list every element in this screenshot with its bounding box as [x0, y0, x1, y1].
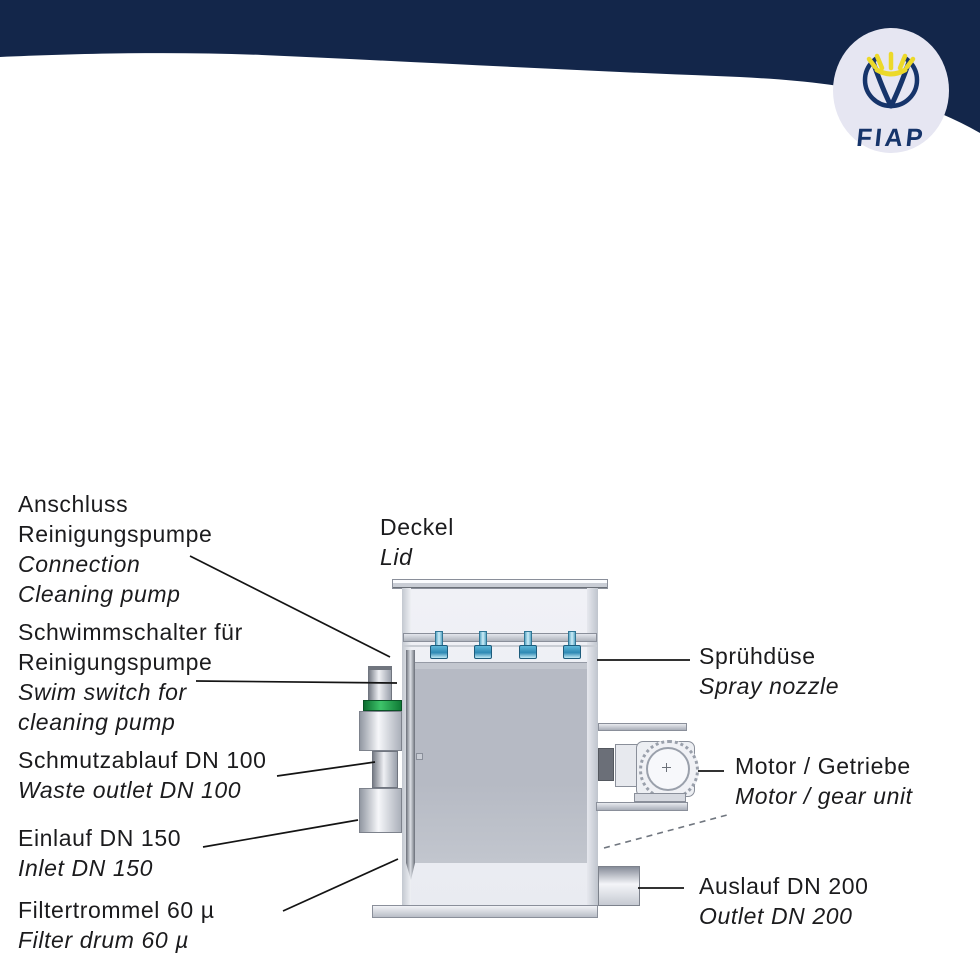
- drawing-nozzle-rail: [403, 633, 597, 642]
- fiap-logo-word: FIAP: [855, 124, 927, 152]
- drum-bolt: [416, 753, 423, 760]
- spray-nozzle-4: [563, 645, 581, 659]
- label-connection-de1: Anschluss: [18, 491, 129, 517]
- label-motor: Motor / Getriebe Motor / gear unit: [735, 751, 913, 811]
- label-filter-drum-en: Filter drum 60 µ: [18, 927, 190, 953]
- gearbox: [615, 744, 638, 787]
- spray-nozzle-3-stem: [524, 631, 532, 646]
- label-inlet-en: Inlet DN 150: [18, 855, 154, 881]
- label-outlet-de: Auslauf DN 200: [699, 873, 869, 899]
- drawing-rail-line: [403, 645, 597, 647]
- label-inlet: Einlauf DN 150 Inlet DN 150: [18, 823, 181, 883]
- swim-switch-clamp: [363, 700, 402, 711]
- spray-nozzle-2: [474, 645, 492, 659]
- label-connection: Anschluss Reinigungspumpe Connection Cle…: [18, 489, 212, 609]
- label-spray-nozzle-en: Spray nozzle: [699, 673, 840, 699]
- waste-outlet-pipe: [372, 751, 398, 788]
- drawing-tank-right-wall: [587, 588, 598, 908]
- label-outlet-en: Outlet DN 200: [699, 903, 853, 929]
- label-connection-de2: Reinigungspumpe: [18, 521, 213, 547]
- label-waste-outlet-de: Schmutzablauf DN 100: [18, 747, 267, 773]
- label-filter-drum: Filtertrommel 60 µ Filter drum 60 µ: [18, 895, 215, 955]
- label-motor-en: Motor / gear unit: [735, 783, 913, 809]
- label-swim-switch-de2: Reinigungspumpe: [18, 649, 213, 675]
- label-lid: Deckel Lid: [380, 512, 454, 572]
- motor-foot: [634, 793, 686, 802]
- label-lid-de: Deckel: [380, 514, 454, 540]
- label-swim-switch-en2: cleaning pump: [18, 709, 176, 735]
- motor-axis-mark: [666, 763, 667, 772]
- drum-edge-tip: [406, 863, 415, 880]
- label-filter-drum-de: Filtertrommel 60 µ: [18, 897, 215, 923]
- cleaning-pump-connection-pipe: [368, 666, 392, 701]
- label-connection-en1: Connection: [18, 551, 141, 577]
- waste-outlet-flange: [359, 711, 402, 751]
- fiap-logo: FIAP: [833, 28, 949, 153]
- header-wave-band: [0, 0, 980, 133]
- motor-face: [646, 747, 690, 791]
- label-motor-de: Motor / Getriebe: [735, 753, 911, 779]
- label-outlet: Auslauf DN 200 Outlet DN 200: [699, 871, 869, 931]
- label-waste-outlet-en: Waste outlet DN 100: [18, 777, 242, 803]
- motor-shaft-block: [598, 748, 614, 781]
- spray-nozzle-1-stem: [435, 631, 443, 646]
- tank-base-plate: [372, 905, 598, 918]
- label-inlet-de: Einlauf DN 150: [18, 825, 182, 851]
- motor-platform-top: [598, 723, 687, 731]
- label-connection-en2: Cleaning pump: [18, 581, 181, 607]
- spray-nozzle-4-stem: [568, 631, 576, 646]
- label-swim-switch: Schwimmschalter für Reinigungspumpe Swim…: [18, 617, 243, 737]
- fiap-logo-mark-icon: [862, 40, 920, 109]
- spray-nozzle-1: [430, 645, 448, 659]
- label-spray-nozzle: Sprühdüse Spray nozzle: [699, 641, 839, 701]
- label-swim-switch-en1: Swim switch for: [18, 679, 187, 705]
- motor-platform-bottom: [596, 802, 688, 811]
- filter-drum: [415, 662, 587, 863]
- label-swim-switch-de1: Schwimmschalter für: [18, 619, 243, 645]
- spray-nozzle-3: [519, 645, 537, 659]
- spray-nozzle-2-stem: [479, 631, 487, 646]
- drum-edge-strip: [406, 650, 415, 863]
- inlet-flange: [359, 788, 402, 833]
- label-spray-nozzle-de: Sprühdüse: [699, 643, 816, 669]
- label-waste-outlet: Schmutzablauf DN 100 Waste outlet DN 100: [18, 745, 267, 805]
- label-lid-en: Lid: [380, 544, 413, 570]
- outlet-pipe: [598, 866, 640, 906]
